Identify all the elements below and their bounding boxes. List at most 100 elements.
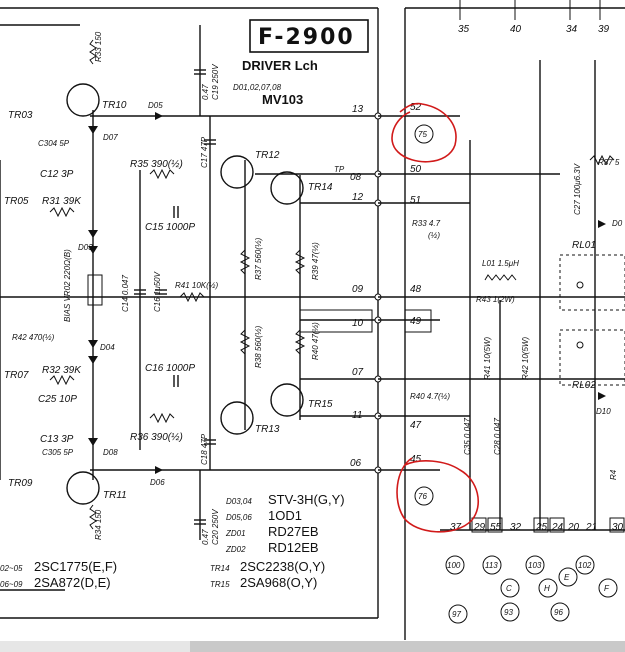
r42b-label: R42 10(5W)	[521, 337, 530, 380]
tp-label: TP	[334, 165, 345, 174]
d08-label: D08	[103, 448, 118, 457]
node-10: 10	[352, 318, 364, 329]
node-29: 29	[473, 522, 486, 533]
r33b-label: R33 4.7	[412, 219, 441, 228]
legend-8a: 06~09	[0, 580, 23, 589]
node-37: 37	[450, 522, 462, 533]
node-55: 55	[490, 522, 502, 533]
legend-2a: D05,06	[226, 513, 252, 522]
legend-4a: ZD02	[225, 545, 246, 554]
legend-2b: 1OD1	[268, 508, 302, 523]
node-34: 34	[566, 24, 578, 35]
bottom-scrollbar-thumb[interactable]	[190, 641, 625, 652]
ref-H: H	[544, 584, 550, 593]
c28-label: C28 0.047	[493, 418, 502, 455]
legend-6a: TR15	[210, 580, 230, 589]
node-40: 40	[510, 24, 522, 35]
l01-label: L01 1.5μH	[482, 259, 519, 268]
node-25: 25	[535, 522, 548, 533]
legend-1a: D03,04	[226, 497, 252, 506]
node-50: 50	[410, 164, 422, 175]
r35-label: R35 390(½)	[130, 159, 183, 170]
node-39: 39	[598, 24, 610, 35]
r36-label: R36 390(½)	[130, 432, 183, 443]
node-49: 49	[410, 316, 422, 327]
capacitors: C19 250V 0.47 C17 47P C304 5P C12 3P C15…	[38, 64, 220, 545]
c20-value: 0.47	[201, 529, 210, 545]
legend-5a: TR14	[210, 564, 230, 573]
node-08: 08	[350, 172, 362, 183]
r37b-label: R37 5	[598, 158, 620, 167]
node-48: 48	[410, 284, 422, 295]
node-11: 11	[352, 410, 362, 421]
ref-93: 93	[504, 608, 513, 617]
ref-76: 76	[418, 492, 427, 501]
c19-value: 0.47	[201, 84, 210, 100]
node-45: 45	[410, 454, 422, 465]
ref-113: 113	[485, 561, 498, 570]
r38-label: R38 560(½)	[254, 325, 263, 368]
red-annotations	[391, 102, 480, 533]
r33-half: (½)	[428, 231, 440, 240]
tr11-symbol	[66, 471, 100, 505]
tr11-label: TR11	[103, 490, 127, 501]
ref-96: 96	[554, 608, 563, 617]
ref-102: 102	[578, 561, 592, 570]
node-47: 47	[410, 420, 422, 431]
node-09: 09	[352, 284, 364, 295]
node-51: 51	[410, 195, 421, 206]
r41-label: R41 10K(½)	[175, 281, 218, 290]
ref-E: E	[564, 573, 570, 582]
r40b-label: R40 4.7(½)	[410, 392, 450, 401]
legend-4b: RD12EB	[268, 540, 319, 555]
ref-C: C	[506, 584, 512, 593]
c20-label: C20 250V	[211, 509, 220, 545]
r32-label: R32 39K	[42, 365, 82, 376]
c16b-label: C16 1000P	[145, 363, 195, 374]
node-20: 20	[567, 522, 580, 533]
c14-label: C14 0.047	[121, 275, 130, 312]
node-21: 21	[585, 522, 597, 533]
transistors: TR03 TR10 TR12 TR14 TR05 TR07 TR13 TR15 …	[4, 83, 333, 505]
node-24: 24	[551, 522, 564, 533]
right-components: R33 4.7 (½) L01 1.5μH R43 1(2W) R40 4.7(…	[410, 154, 625, 480]
tr13-symbol	[220, 401, 254, 435]
legend-6b: 2SA968(O,Y)	[240, 575, 317, 590]
ref-103: 103	[528, 561, 542, 570]
legend-7a: 02~05	[0, 564, 23, 573]
title: F-2900	[258, 25, 355, 50]
node-35: 35	[458, 24, 470, 35]
tr03-label: TR03	[8, 110, 33, 121]
connector-right: 52 50 51 48 49 47 45 35 40 34 39 37 29 5…	[378, 0, 625, 533]
r31-label: R31 39K	[42, 196, 82, 207]
r42-label: R42 470(½)	[12, 333, 55, 342]
c12-label: C12 3P	[40, 169, 74, 180]
resistors: R33 150 R35 390(½) R31 39K R37 560(½) R3…	[12, 31, 320, 540]
ref-100: 100	[447, 561, 461, 570]
red-circle-75	[391, 102, 457, 163]
ref-75: 75	[418, 130, 427, 139]
tr09-label: TR09	[8, 478, 33, 489]
d04-label: D04	[100, 343, 115, 352]
legend-3a: ZD01	[225, 529, 246, 538]
node-32: 32	[510, 522, 522, 533]
bus-lines	[0, 24, 378, 591]
diodes: D05 D07 D03 D04 D08 D06	[78, 101, 165, 487]
c305-label: C305 5P	[42, 448, 74, 457]
subtitle: DRIVER Lch	[242, 58, 318, 73]
d10-label: D10	[596, 407, 611, 416]
r37-label: R37 560(½)	[254, 237, 263, 280]
c19-label: C19 250V	[211, 64, 220, 100]
r41b-label: R41 10(5W)	[483, 337, 492, 380]
node-52: 52	[410, 102, 422, 113]
diode-part: MV103	[262, 92, 303, 107]
c15-label: C15 1000P	[145, 222, 195, 233]
tr10-symbol	[66, 83, 100, 117]
bias-vr: BIAS VR02 220Ω(B)	[63, 249, 103, 322]
c35-label: C35 0.047	[463, 418, 472, 455]
r40-label: R40 47(½)	[311, 322, 320, 360]
connector-left: 13 TP 08 12 09 10 07 11 06	[299, 104, 382, 474]
rl02-label: RL02	[572, 380, 596, 391]
tr14-label: TR14	[308, 182, 333, 193]
